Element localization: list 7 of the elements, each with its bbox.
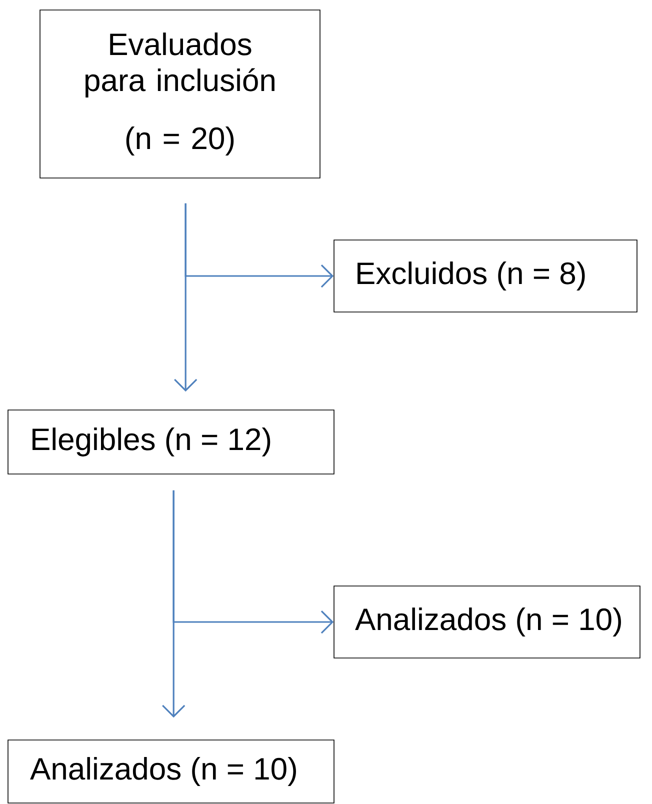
process-box: Analizados (n = 10)	[8, 740, 334, 804]
arrow	[172, 490, 334, 634]
process-box: Evaluados para inclusión (n = 20)	[40, 10, 320, 178]
process-box: Analizados (n = 10)	[334, 586, 640, 658]
arrow	[184, 203, 334, 288]
process-box: Elegibles (n = 12)	[8, 410, 334, 474]
process-box: Excluidos (n = 8)	[334, 240, 638, 312]
